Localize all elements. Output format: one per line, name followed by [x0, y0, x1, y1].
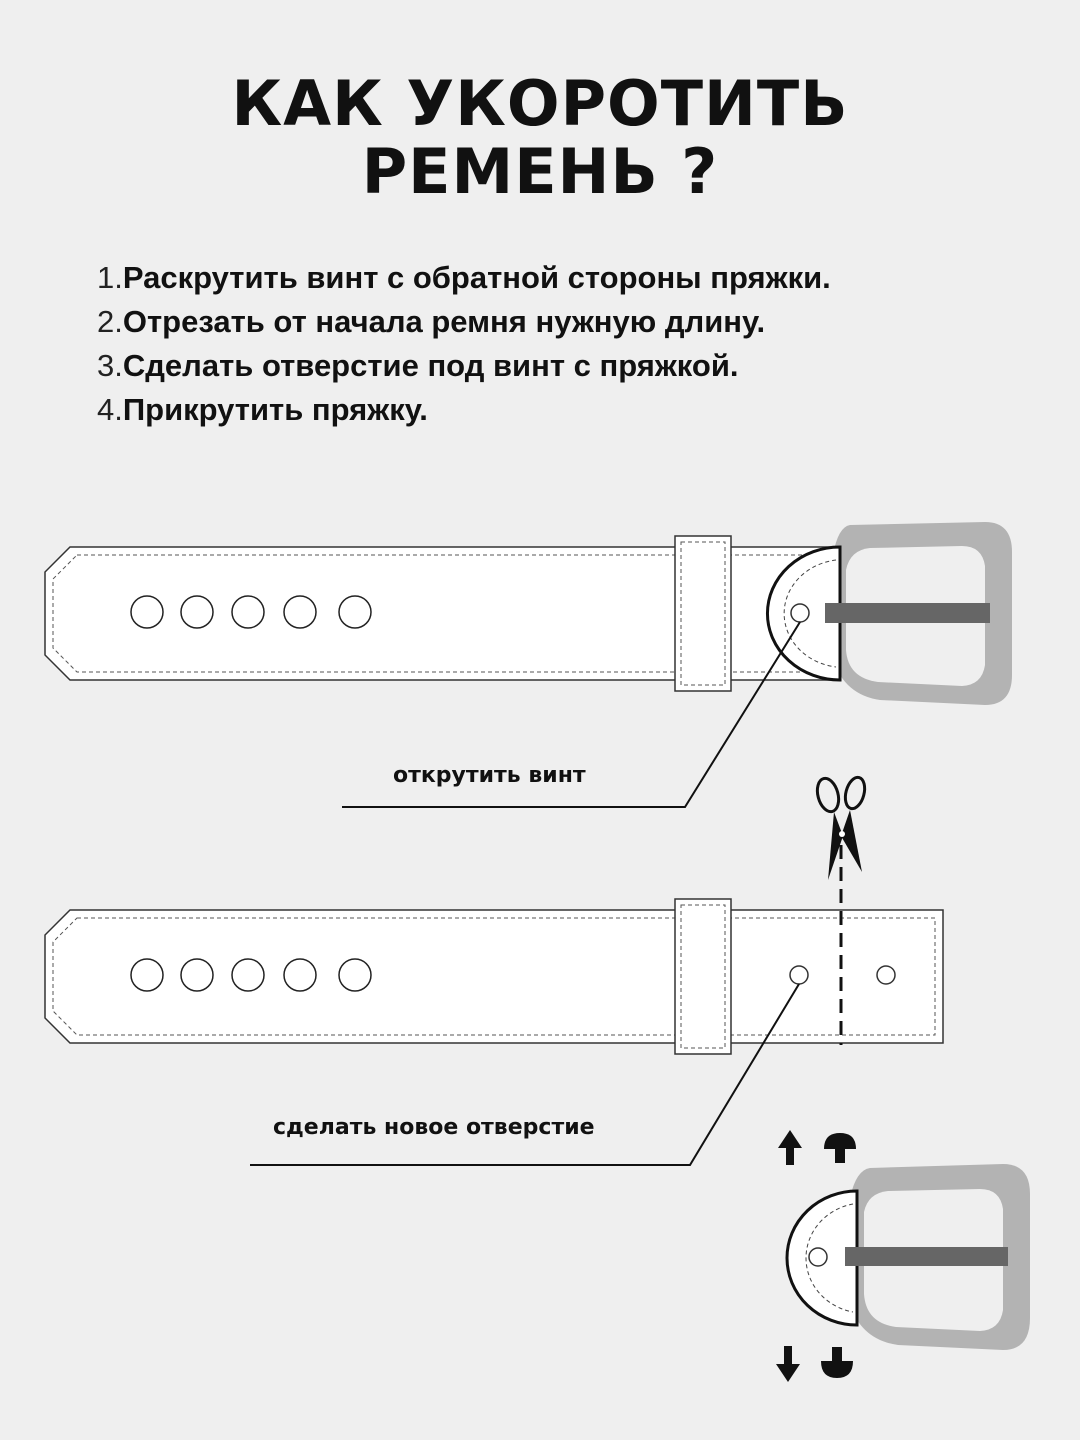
belt-loop-1: [674, 535, 732, 692]
buckle-prong-2: [845, 1247, 1008, 1266]
step-text: Отрезать от начала ремня нужную длину.: [122, 304, 766, 339]
belt-hole: [180, 595, 214, 629]
belt-hole: [130, 958, 164, 992]
screw-hole-2: [808, 1247, 828, 1267]
step-text: Сделать отверстие под винт с пряжкой.: [122, 348, 739, 383]
arrow-down-icon: [776, 1346, 800, 1382]
step-number: 1.: [97, 260, 123, 295]
step-4: 4.Прикрутить пряжку.: [97, 388, 831, 432]
buckle-plate-stitching-2: [805, 1203, 854, 1313]
step-text: Прикрутить пряжку.: [122, 392, 428, 427]
new-screw-hole: [789, 965, 809, 985]
step-1: 1.Раскрутить винт с обратной стороны пря…: [97, 256, 831, 300]
step-text: Раскрутить винт с обратной стороны пряжк…: [122, 260, 831, 295]
label-unscrew: открутить винт: [393, 763, 586, 788]
arrow-up-icon: [778, 1130, 802, 1165]
step-3: 3.Сделать отверстие под винт с пряжкой.: [97, 344, 831, 388]
steps-list: 1.Раскрутить винт с обратной стороны пря…: [97, 256, 831, 432]
buckle-detail: [785, 1164, 1030, 1350]
step-number: 2.: [97, 304, 123, 339]
title-line-1: КАК УКОРОТИТЬ: [231, 67, 849, 140]
belt-hole: [338, 595, 372, 629]
belt-loop-stitching-2: [680, 904, 726, 1049]
leader-line-new-hole: [250, 983, 800, 1166]
belt-hole: [130, 595, 164, 629]
title-line-2: РЕМЕНЬ ?: [361, 135, 719, 208]
step-2: 2.Отрезать от начала ремня нужную длину.: [97, 300, 831, 344]
buckle-plate-stitching-1: [783, 559, 837, 668]
screw-top-icon: [824, 1133, 856, 1163]
old-screw-hole: [876, 965, 896, 985]
belt-hole: [231, 595, 265, 629]
leader-line-unscrew: [342, 621, 801, 808]
belt-hole: [338, 958, 372, 992]
belt-hole: [283, 958, 317, 992]
belt-stitching-2: [52, 917, 936, 1036]
buckle-prong-1: [825, 603, 990, 623]
page-title: КАК УКОРОТИТЬ РЕМЕНЬ ?: [0, 70, 1080, 206]
belt-loop-2: [674, 898, 732, 1055]
screw-hole-1: [790, 603, 810, 623]
screw-bottom-icon: [821, 1347, 853, 1378]
scissors-icon: [815, 775, 867, 880]
belt-hole: [180, 958, 214, 992]
belt-with-buckle: [44, 522, 1012, 705]
belt-cut: [44, 898, 944, 1055]
step-number: 4.: [97, 392, 123, 427]
step-number: 3.: [97, 348, 123, 383]
label-new-hole: сделать новое отверстие: [273, 1115, 595, 1140]
belt-hole: [231, 958, 265, 992]
belt-hole: [283, 595, 317, 629]
belt-loop-stitching-1: [680, 541, 726, 686]
